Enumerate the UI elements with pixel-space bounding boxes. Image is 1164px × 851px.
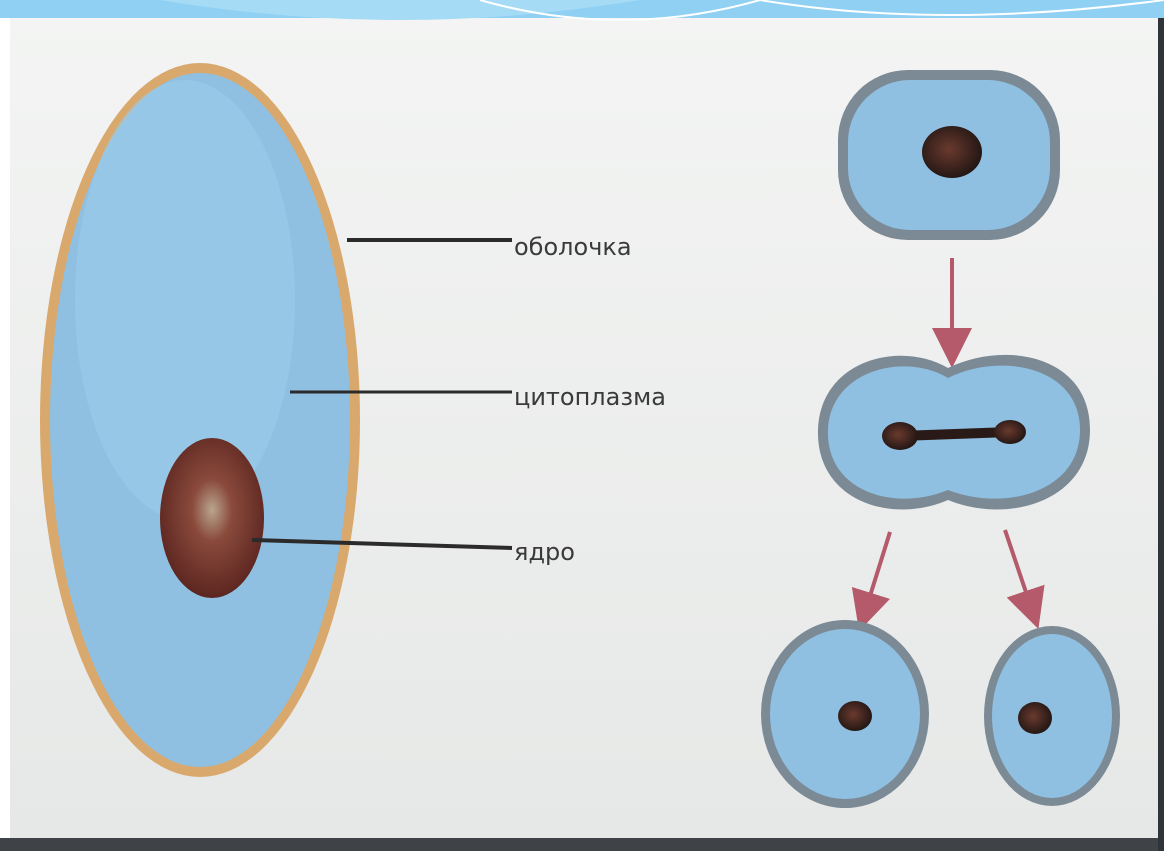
membrane-label: оболочка: [514, 233, 632, 261]
cytoplasm-label: цитоплазма: [514, 383, 666, 411]
top-banner: [0, 0, 1164, 20]
dividing-nucleus-left: [882, 422, 918, 450]
right-daughter-nucleus: [1018, 702, 1052, 734]
dividing-nucleus-right: [994, 420, 1026, 444]
dark-bottom-edge: [0, 838, 1164, 851]
daughter-cell-left: [761, 620, 929, 808]
right-edge-strip: [1158, 0, 1164, 851]
nucleus-label: ядро: [514, 538, 575, 566]
cell-nucleus: [160, 438, 264, 598]
left-daughter-nucleus: [838, 701, 872, 731]
mother-cell: [838, 70, 1060, 240]
dividing-cell: [818, 355, 1090, 510]
mother-cell-nucleus: [922, 126, 982, 178]
daughter-cell-right: [984, 626, 1120, 806]
large-cell: [40, 63, 360, 777]
